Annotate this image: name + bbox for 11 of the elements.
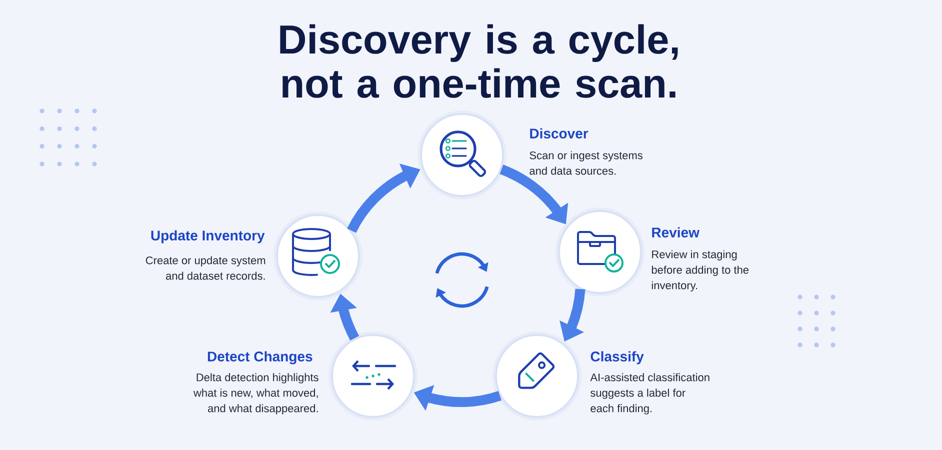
step-description: Scan or ingest systems and data sources. <box>530 151 642 175</box>
step-description: Review in staging before adding to the inventory. <box>652 250 749 292</box>
step-heading: Review <box>652 227 700 238</box>
step-description: Create or update system and dataset records. <box>146 256 266 280</box>
step-heading: Classify <box>590 351 644 364</box>
step-heading: Detect Changes <box>208 351 312 364</box>
step-heading: Discover <box>530 128 588 138</box>
step-description: Delta detection highlights what is new, what moved, and what disappeared. <box>193 373 318 414</box>
title: Discovery is a cycle, not a one-time scan. <box>280 24 678 98</box>
step-description: AI-assisted classification suggests a label for each finding. <box>590 373 710 414</box>
step-heading: Update Inventory <box>151 230 265 244</box>
